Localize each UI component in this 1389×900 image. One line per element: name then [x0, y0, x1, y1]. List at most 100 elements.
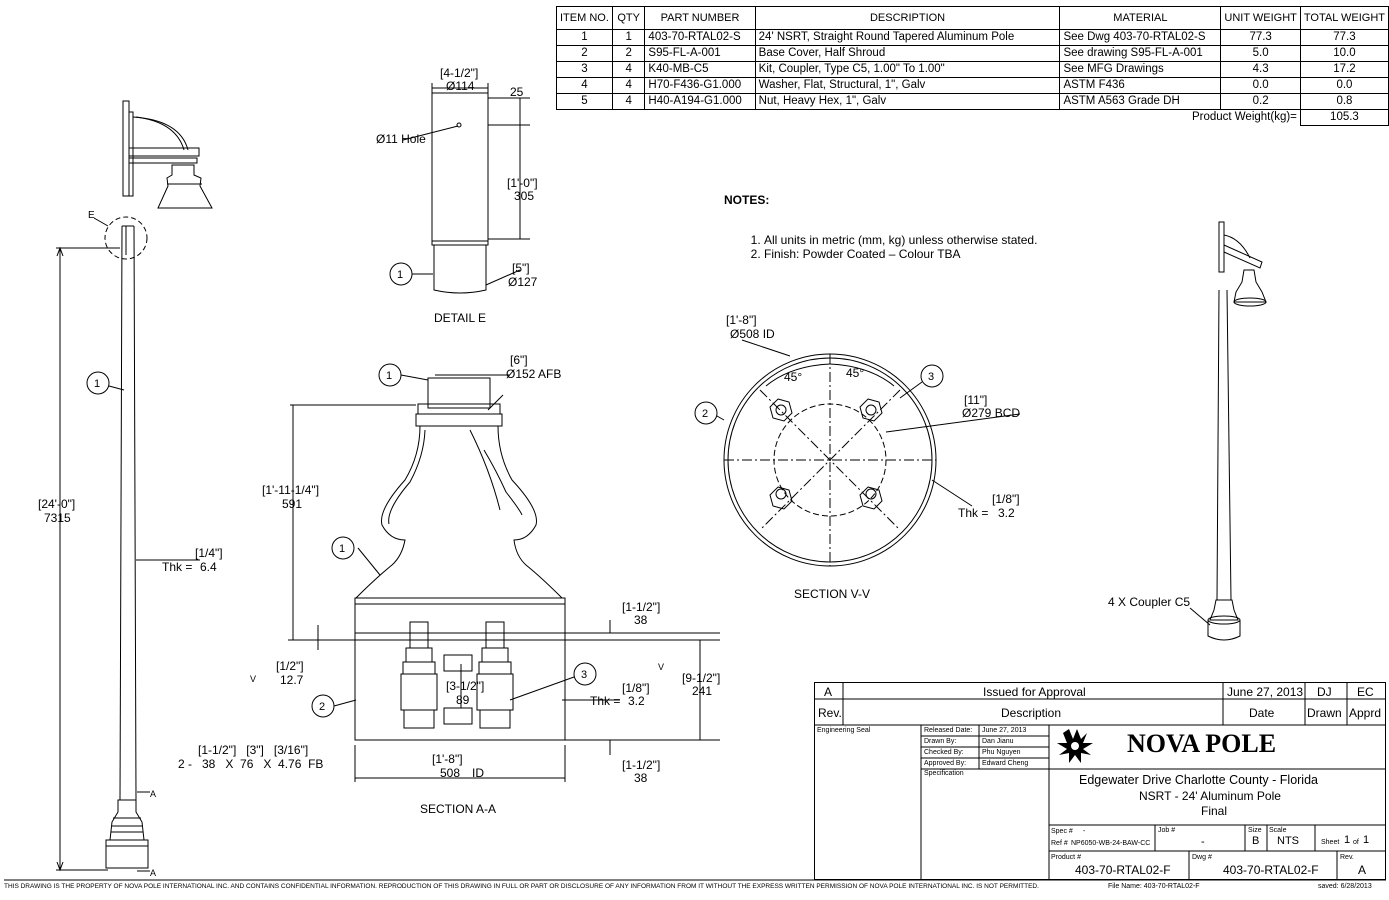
eng-seal-label: Engineering Seal	[817, 727, 871, 734]
spec-no-value: -	[1083, 828, 1086, 835]
saa-h3-in: [1-1/2"]	[622, 758, 660, 772]
saa-height-mm: 591	[282, 497, 302, 511]
saa-top-dia-in: [6"]	[510, 353, 528, 367]
bom-unit: 5.0	[1220, 45, 1301, 62]
drawn-value: Dan Jianu	[982, 738, 1014, 745]
detail-e-title: DETAIL E	[434, 311, 486, 325]
pole-elevation	[56, 100, 213, 872]
saa-fb-mm: 2 - 38 X 76 X 4.76 FB	[178, 757, 323, 771]
bom-total: 77.3	[1299, 29, 1389, 46]
detail-e-dia-bot-in: [5"]	[512, 261, 530, 275]
size-label: Size	[1248, 827, 1262, 834]
bom-weight-row: Product Weight(kg)= 105.3	[556, 109, 1389, 126]
scale-value: NTS	[1277, 835, 1299, 847]
file-name: File Name: 403-70-RTAL02-F	[1108, 883, 1200, 890]
svv-thk-label: Thk =	[958, 506, 988, 520]
bom-material: ASTM A563 Grade DH	[1059, 93, 1222, 110]
notes-title: NOTES:	[724, 193, 770, 207]
saa-h2-mm: 241	[692, 684, 712, 698]
drawn-label: Drawn By:	[924, 738, 957, 745]
saa-balloon-3: 3	[581, 669, 587, 681]
size-value: B	[1252, 835, 1260, 847]
bom-row: 1 1 403-70-RTAL02-S 24' NSRT, Straight R…	[556, 29, 1389, 46]
svv-bcd-mm: Ø279 BCD	[962, 406, 1020, 420]
bom-header-desc: DESCRIPTION	[754, 6, 1061, 30]
bom-row: 4 4 H70-F436-G1.000 Washer, Flat, Struct…	[556, 77, 1389, 94]
bom-desc: Washer, Flat, Structural, 1", Galv	[754, 77, 1061, 94]
rev-head-drawn: Drawn	[1307, 706, 1342, 720]
rev-row-drawn: DJ	[1317, 685, 1332, 699]
elev-thk-mm: 6.4	[200, 560, 217, 574]
product-value: 403-70-RTAL02-F	[1075, 863, 1171, 877]
bom-row: 5 4 H40-A194-G1.000 Nut, Heavy Hex, 1", …	[556, 93, 1389, 110]
svv-id-in: [1'-8"]	[726, 313, 757, 327]
saa-mid-mm: 89	[456, 693, 470, 707]
svv-bcd-in: [11"]	[964, 393, 987, 407]
dwg-value: 403-70-RTAL02-F	[1223, 863, 1319, 877]
job-value: -	[1201, 836, 1205, 848]
saved-date: saved: 6/28/2013	[1318, 883, 1372, 890]
nova-pole-logo	[1057, 729, 1093, 763]
rev-row-desc: Issued for Approval	[983, 685, 1086, 699]
bom-header-material: MATERIAL	[1059, 6, 1222, 30]
rev-head-rev: Rev.	[818, 706, 842, 720]
title-block-grid	[815, 683, 1385, 879]
bom-row: 2 2 S95-FL-A-001 Base Cover, Half Shroud…	[556, 45, 1389, 62]
saa-mid-in: [3-1/2"]	[446, 679, 484, 693]
bom-unit: 0.0	[1220, 77, 1301, 94]
rev-head-appr: Apprd	[1349, 706, 1382, 720]
bom-unit: 77.3	[1220, 29, 1301, 46]
bom-desc: 24' NSRT, Straight Round Tapered Aluminu…	[754, 29, 1061, 46]
bom-item: 5	[556, 93, 613, 110]
saa-balloon-2: 2	[319, 701, 325, 713]
rev-row-date: June 27, 2013	[1227, 685, 1304, 699]
released-label: Released Date:	[924, 727, 973, 734]
bom-desc: Nut, Heavy Hex, 1", Galv	[754, 93, 1061, 110]
bom-desc: Kit, Coupler, Type C5, 1.00" To 1.00"	[754, 61, 1061, 78]
saa-fb-in: [1-1/2"] [3"] [3/16"]	[198, 743, 308, 757]
rev-head-desc: Description	[1001, 706, 1062, 720]
saa-balloon-1b: 1	[339, 543, 345, 555]
bom-item: 1	[556, 29, 613, 46]
detail-e-offset: 25	[510, 85, 524, 99]
bom-unit: 4.3	[1220, 61, 1301, 78]
spec-no-label: Spec #	[1051, 828, 1073, 835]
bom-qty: 1	[611, 29, 646, 46]
product-weight-label: Product Weight(kg)=	[556, 109, 1301, 126]
checked-label: Checked By:	[924, 749, 964, 756]
saa-top-dia-mm: Ø152 AFB	[506, 367, 561, 381]
elev-balloon: 1	[94, 378, 100, 390]
rev-row-appr: EC	[1357, 685, 1374, 699]
saa-half-in: [1/2"]	[276, 659, 304, 673]
bom-header-part: PART NUMBER	[644, 6, 756, 30]
saa-h2-in: [9-1/2"]	[682, 671, 720, 685]
bom-qty: 4	[611, 77, 646, 94]
bom-header-qty: QTY	[611, 6, 646, 30]
saa-view-mark-2: V	[658, 662, 664, 672]
rev-head-date: Date	[1249, 706, 1275, 720]
section-aa	[288, 363, 720, 782]
detail-e	[389, 83, 530, 294]
note-item: All units in metric (mm, kg) unless othe…	[764, 233, 1037, 247]
detail-e-dia-bot-mm: Ø127	[508, 275, 538, 289]
sheet-value: 1	[1344, 834, 1351, 846]
saa-view-mark: V	[250, 674, 256, 684]
saa-title: SECTION A-A	[420, 802, 496, 816]
detail-e-balloon: 1	[397, 269, 403, 281]
detail-e-dia-top-in: [4-1/2"]	[440, 66, 478, 80]
saa-thk-in: [1/8"]	[622, 681, 650, 695]
elev-section-mark-a1: A	[150, 789, 156, 799]
bom-total: 0.0	[1299, 77, 1389, 94]
ref-value: NP6050-WB-24-BAW-CC	[1071, 840, 1151, 847]
svv-angle-2: 45°	[846, 366, 864, 380]
bom-material: See drawing S95-FL-A-001	[1059, 45, 1222, 62]
svv-balloon-3: 3	[928, 371, 934, 383]
product-weight-value: 105.3	[1299, 109, 1389, 126]
company-name: NOVA POLE	[1127, 729, 1277, 758]
bom-header-item: ITEM NO.	[556, 6, 613, 30]
bom-item: 4	[556, 77, 613, 94]
saa-height-in: [1'-11-1/4"]	[262, 483, 319, 497]
elev-height-mm: 7315	[44, 511, 71, 525]
sheet-label: Sheet	[1321, 839, 1340, 846]
spec-label: Specification	[924, 770, 964, 777]
